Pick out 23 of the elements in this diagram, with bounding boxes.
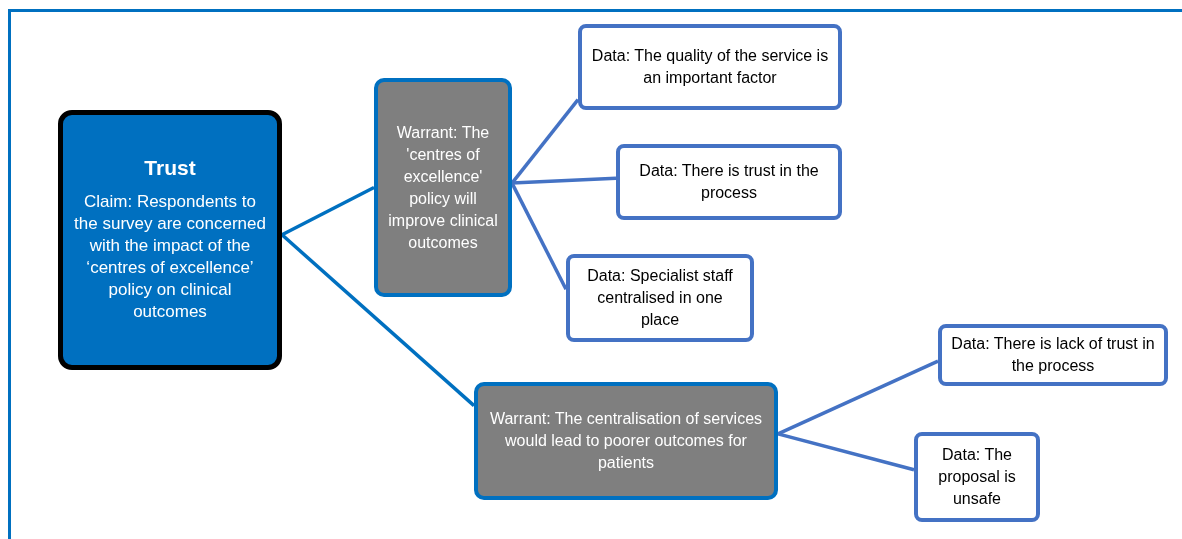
box-heading: Trust: [144, 157, 196, 179]
box-text: Data: The proposal is unsafe: [937, 445, 1017, 509]
connector-line: [281, 185, 375, 237]
data-box: [578, 24, 842, 110]
connector-line: [777, 432, 915, 472]
warrant-box: [374, 78, 512, 297]
box-text: Claim: Respondents to the survey are concerned with the impact of the ‘centres of excellence’ policy on clinical outcomes: [73, 191, 267, 323]
connector-line: [777, 359, 939, 436]
box-text: Data: Specialist staff centralised in one place: [586, 266, 734, 330]
warrant-box: [474, 382, 778, 500]
box-text: Data: There is lack of trust in the process: [950, 334, 1156, 376]
box-text: Warrant: The 'centres of excellence' policy will improve clinical outcomes: [387, 122, 499, 253]
box-text: Data: There is trust in the process: [638, 161, 820, 203]
data-box: [914, 432, 1040, 522]
data-box: [616, 144, 842, 220]
box-text: Warrant: The centralisation of services would lead to poorer outcomes for patients: [488, 409, 764, 473]
claim-box: [58, 110, 282, 370]
data-box: [566, 254, 754, 342]
connector-line: [280, 233, 476, 407]
connector-line: [511, 176, 617, 185]
box-text: Data: The quality of the service is an important factor: [590, 46, 830, 88]
connector-line: [510, 182, 568, 290]
data-box: [938, 324, 1168, 386]
